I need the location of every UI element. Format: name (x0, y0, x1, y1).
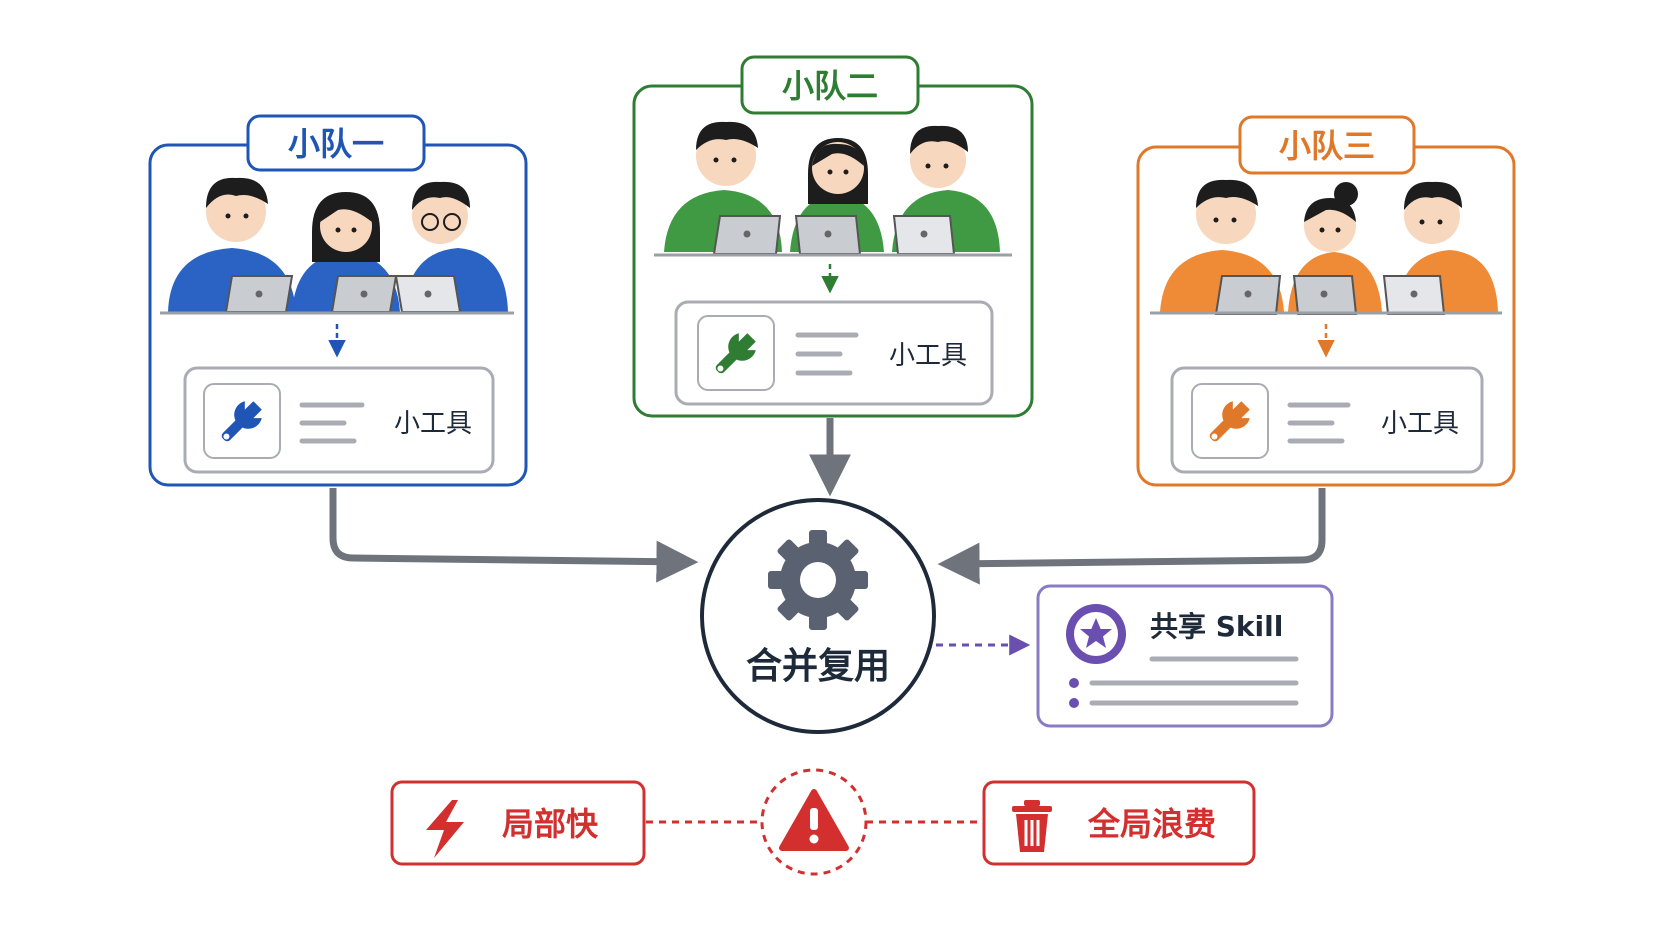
team-panel-3: 小队三 (1136, 115, 1516, 487)
laptop-icon (712, 215, 782, 255)
team-3-people (1150, 179, 1502, 315)
lightning-icon (426, 800, 464, 858)
laptop-icon (1292, 275, 1358, 315)
star-icon (1066, 604, 1126, 664)
team-3-tool-card: 小工具 (1170, 366, 1484, 474)
local-fast-label: 局部快 (502, 805, 599, 843)
hub-label: 合并复用 (746, 646, 890, 687)
laptop-icon (394, 275, 462, 313)
hub-node: 合并复用 (700, 498, 936, 734)
connectors (329, 418, 1326, 656)
team-3-title: 小队三 (1279, 127, 1375, 165)
warning-node (760, 768, 868, 876)
laptop-icon (892, 215, 956, 255)
team-2-tool-card: 小工具 (674, 300, 994, 406)
wrench-icon (715, 333, 756, 374)
shared-skill-label: 共享 Skill (1150, 610, 1283, 643)
team-2-title: 小队二 (782, 67, 878, 105)
laptop-icon (1382, 275, 1446, 315)
team-2-title-box (740, 55, 920, 115)
team-3-title-box (1238, 115, 1416, 175)
team-3-tool-label: 小工具 (1381, 409, 1459, 439)
laptop-icon (794, 215, 862, 255)
team-1-title-box (246, 114, 426, 172)
shared-skill-card: 共享 Skill (1036, 584, 1334, 728)
team1-to-hub-arrow (329, 488, 699, 583)
laptop-icon (224, 275, 294, 313)
wrench-icon (1209, 401, 1250, 442)
warning-icon (779, 789, 849, 851)
global-waste-label: 全局浪费 (1087, 805, 1216, 843)
wrench-icon (221, 401, 262, 442)
local-fast-box: 局部快 (390, 780, 646, 866)
team-2-people (654, 121, 1012, 257)
team-1-tool-label: 小工具 (394, 409, 472, 439)
tradeoff-row: 局部快 全局浪费 (390, 768, 1256, 876)
global-waste-box: 全局浪费 (982, 780, 1256, 866)
trash-icon (1012, 800, 1052, 852)
team-panel-2: 小队二 (632, 55, 1034, 418)
gear-icon (768, 530, 868, 630)
laptop-icon (330, 275, 398, 313)
laptop-icon (1214, 275, 1282, 315)
team-1-people (160, 177, 514, 315)
team-2-tool-label: 小工具 (889, 341, 967, 371)
team-1-tool-card: 小工具 (183, 366, 495, 474)
team3-to-hub-arrow (937, 488, 1326, 585)
team-1-title: 小队一 (288, 125, 384, 163)
team-panel-1: 小队一 (148, 114, 528, 487)
